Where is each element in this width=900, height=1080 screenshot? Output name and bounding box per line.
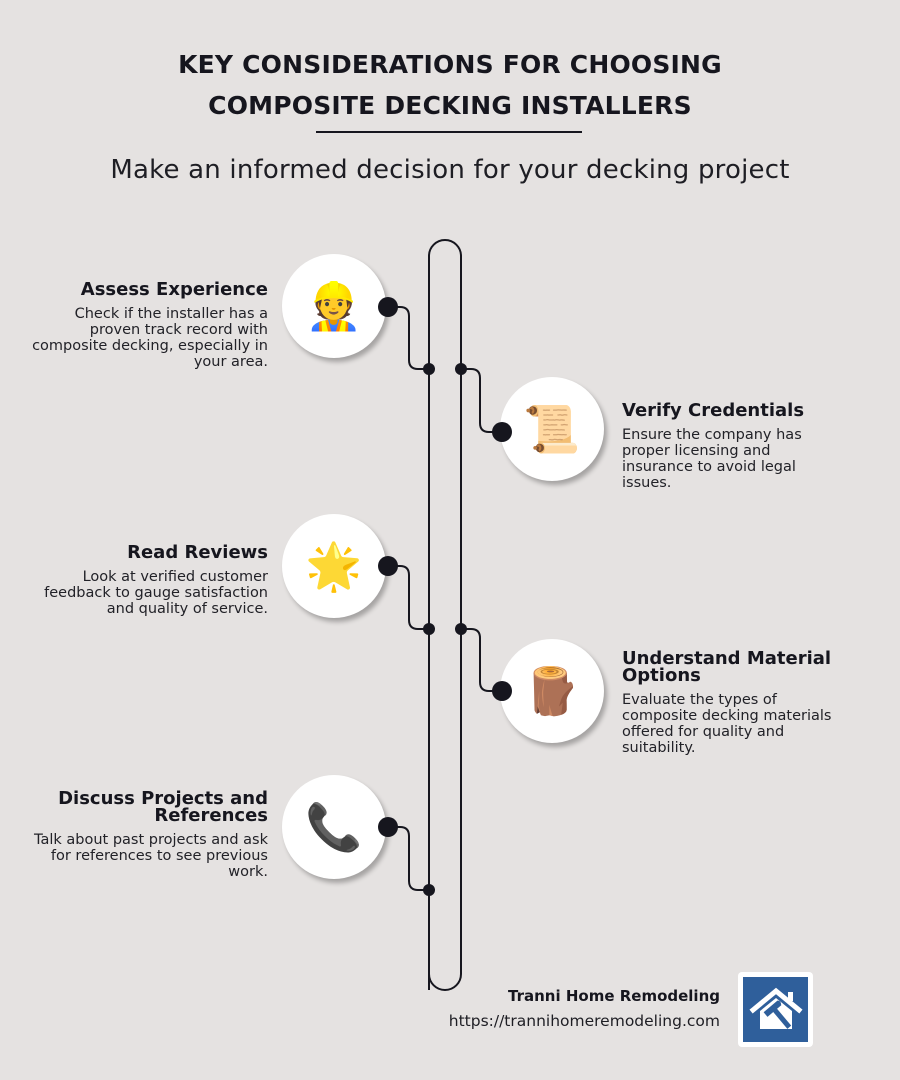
page-title: KEY CONSIDERATIONS FOR CHOOSING COMPOSIT… <box>0 44 900 126</box>
title-divider <box>316 131 582 133</box>
icon-circle-verify-credentials: 📜 <box>500 377 604 481</box>
icon-circle-discuss-projects: 📞 <box>282 775 386 879</box>
item-title: Understand Material Options <box>622 648 832 686</box>
item-title: Discuss Projects and References <box>58 788 268 826</box>
glowing-star-icon: 🌟 <box>305 539 363 593</box>
house-hammer-logo-icon <box>748 987 803 1029</box>
telephone-receiver-icon: 📞 <box>305 800 363 854</box>
item-description: Talk about past projects and ask for ref… <box>34 832 268 880</box>
item-discuss-projects: Discuss Projects and References Talk abo… <box>28 788 268 881</box>
item-title: Read Reviews <box>127 542 268 563</box>
icon-circle-material-options: 🪵 <box>500 639 604 743</box>
item-title: Verify Credentials <box>622 400 805 421</box>
company-logo <box>738 972 813 1047</box>
company-name: Tranni Home Remodeling <box>508 987 720 1005</box>
item-read-reviews: Read Reviews Look at verified customer f… <box>28 542 268 618</box>
item-material-options: Understand Material Options Evaluate the… <box>622 648 842 757</box>
title-line-2: COMPOSITE DECKING INSTALLERS <box>208 91 692 120</box>
icon-circle-assess-experience: 👷 <box>282 254 386 358</box>
item-description: Look at verified customer feedback to ga… <box>44 569 268 617</box>
item-title: Assess Experience <box>80 279 268 300</box>
item-description: Evaluate the types of composite decking … <box>622 692 832 756</box>
title-line-1: KEY CONSIDERATIONS FOR CHOOSING <box>178 50 722 79</box>
item-description: Check if the installer has a proven trac… <box>32 306 268 370</box>
scroll-icon: 📜 <box>523 402 581 456</box>
subtitle: Make an informed decision for your decki… <box>110 155 790 185</box>
construction-worker-icon: 👷 <box>305 279 363 333</box>
item-description: Ensure the company has proper licensing … <box>622 427 802 491</box>
item-assess-experience: Assess Experience Check if the installer… <box>28 279 268 371</box>
item-verify-credentials: Verify Credentials Ensure the company ha… <box>622 400 842 492</box>
company-url[interactable]: https://trannihomeremodeling.com <box>448 1012 720 1030</box>
wood-logs-icon: 🪵 <box>523 664 581 718</box>
icon-circle-read-reviews: 🌟 <box>282 514 386 618</box>
